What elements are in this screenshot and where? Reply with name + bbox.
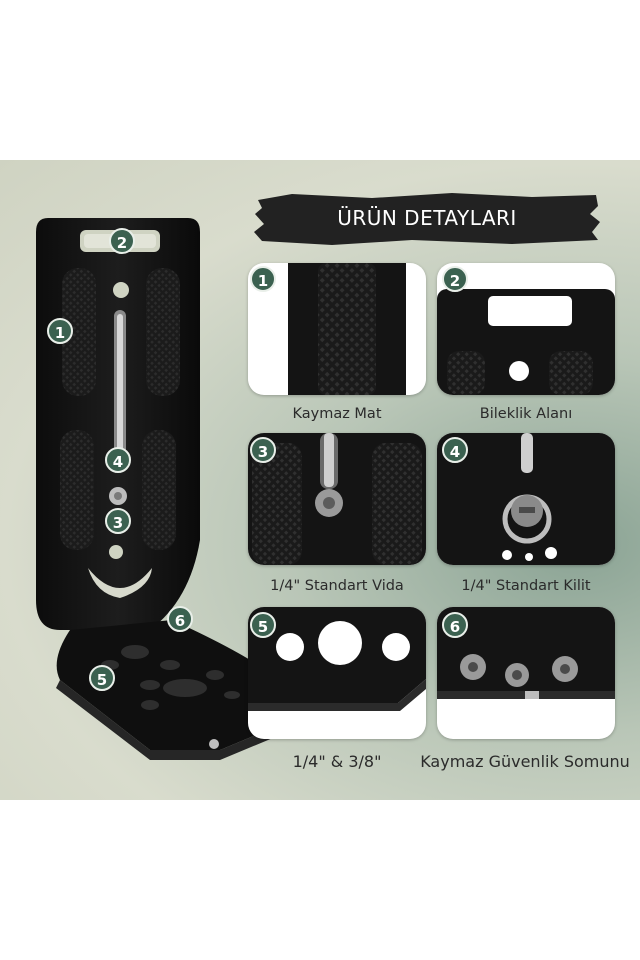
card-number-badge: 5 <box>250 612 276 638</box>
detail-card-strap <box>437 263 615 395</box>
product-scene: 2 1 4 3 6 5 ÜRÜN DETAYLARI 1 Kaymaz Mat <box>0 160 640 800</box>
card-caption: 1/4" & 3/8" <box>292 752 382 771</box>
card-caption: Kaymaz Mat <box>292 406 382 422</box>
card-caption: 1/4" Standart Vida <box>270 578 404 594</box>
detail-card-holes <box>248 607 426 739</box>
screw-icon <box>248 433 426 565</box>
safety-nuts-icon <box>437 607 615 699</box>
detail-card-lock <box>437 433 615 565</box>
callout-badge: 2 <box>109 228 135 254</box>
callout-badge: 1 <box>47 318 73 344</box>
callout-badge: 3 <box>105 508 131 534</box>
card-number-badge: 3 <box>250 437 276 463</box>
strap-slot-icon <box>437 289 615 395</box>
callout-badge: 5 <box>89 665 115 691</box>
detail-card-screw <box>248 433 426 565</box>
card-number-badge: 6 <box>442 612 468 638</box>
brush-banner <box>254 193 600 245</box>
d-ring-screw-icon <box>437 433 615 565</box>
callout-badge: 4 <box>105 447 131 473</box>
l-bracket-image <box>36 218 292 760</box>
banner-title: ÜRÜN DETAYLARI <box>337 206 517 230</box>
detail-card-nuts <box>437 607 615 739</box>
grip-texture-icon <box>288 263 406 395</box>
mount-holes-icon <box>248 607 426 711</box>
callout-badge: 6 <box>167 606 193 632</box>
detail-card-grip <box>248 263 426 395</box>
card-caption: 1/4" Standart Kilit <box>461 578 591 594</box>
card-number-badge: 2 <box>442 266 468 292</box>
card-caption: Bileklik Alanı <box>479 406 573 422</box>
card-caption: Kaymaz Güvenlik Somunu <box>420 752 630 771</box>
card-number-badge: 4 <box>442 437 468 463</box>
card-number-badge: 1 <box>250 266 276 292</box>
